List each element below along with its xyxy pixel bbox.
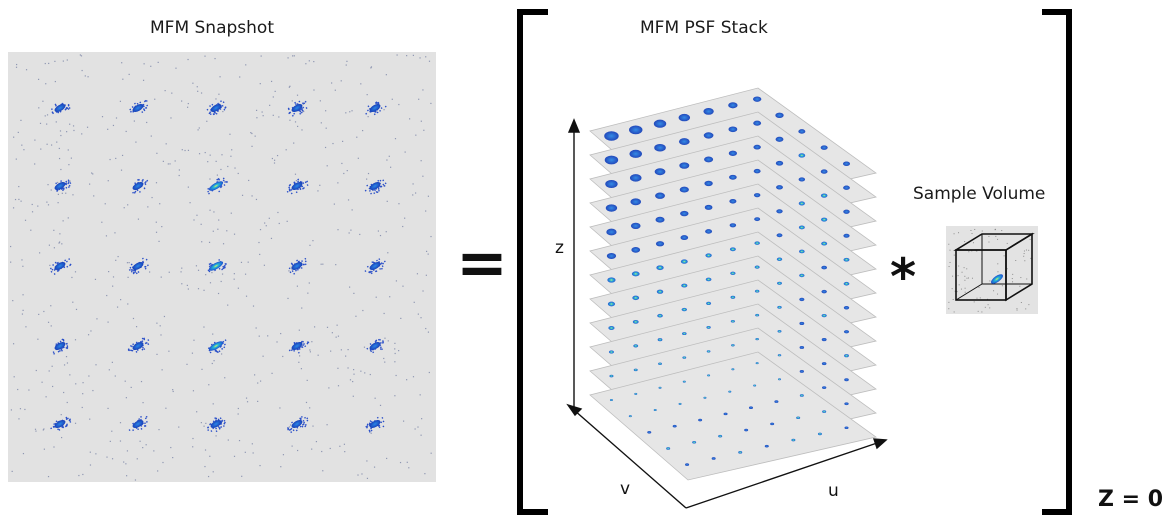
snapshot-spot [288, 257, 307, 275]
snapshot-spot [365, 101, 387, 116]
axis-u-label: u [828, 481, 839, 501]
snapshot-title: MFM Snapshot [150, 18, 274, 38]
left-bracket [517, 9, 548, 515]
convolution-symbol: * [890, 248, 917, 306]
snapshot-spot [50, 416, 72, 431]
snapshot-spot [207, 339, 227, 354]
psf-stack-title: MFM PSF Stack [640, 18, 768, 38]
snapshot-spot [288, 340, 310, 354]
snapshot-spot [287, 100, 308, 117]
snapshot-spot [128, 415, 148, 432]
snapshot-spot [207, 177, 229, 195]
snapshot-spot [128, 257, 149, 275]
snapshot-spot [127, 337, 150, 353]
snapshot-spot [364, 179, 387, 195]
snapshot-spot [365, 416, 385, 433]
snapshot-spot [366, 338, 385, 354]
snapshot-spot [207, 259, 227, 273]
right-bracket [1042, 9, 1072, 515]
axis-v-label: v [620, 479, 631, 499]
z-value-label: Z = 0 [1098, 487, 1164, 512]
psf-stack [589, 87, 877, 481]
snapshot-spot [54, 179, 72, 192]
snapshot-spot [129, 99, 149, 114]
snapshot-spot [364, 258, 386, 275]
snapshot-spot [132, 178, 149, 194]
snapshot-spot [50, 102, 71, 115]
snapshot-spot [206, 100, 227, 116]
snapshot-spots [49, 99, 387, 434]
snapshot-spot [286, 415, 309, 434]
snapshot-spot [286, 178, 309, 195]
axis-v [566, 403, 687, 509]
axis-z-label: z [555, 238, 564, 258]
snapshot-spot [49, 258, 72, 275]
axis-u [685, 438, 888, 509]
psf-layer [589, 351, 877, 481]
snapshot-panel [8, 52, 436, 482]
snapshot-spot [206, 417, 226, 433]
sample-spot [991, 274, 1003, 284]
snapshot-spot [52, 338, 69, 355]
sample-volume-title: Sample Volume [913, 184, 1046, 204]
axis-z [567, 118, 581, 408]
sample-volume-box [946, 226, 1038, 314]
equals-sign: = [456, 226, 508, 299]
